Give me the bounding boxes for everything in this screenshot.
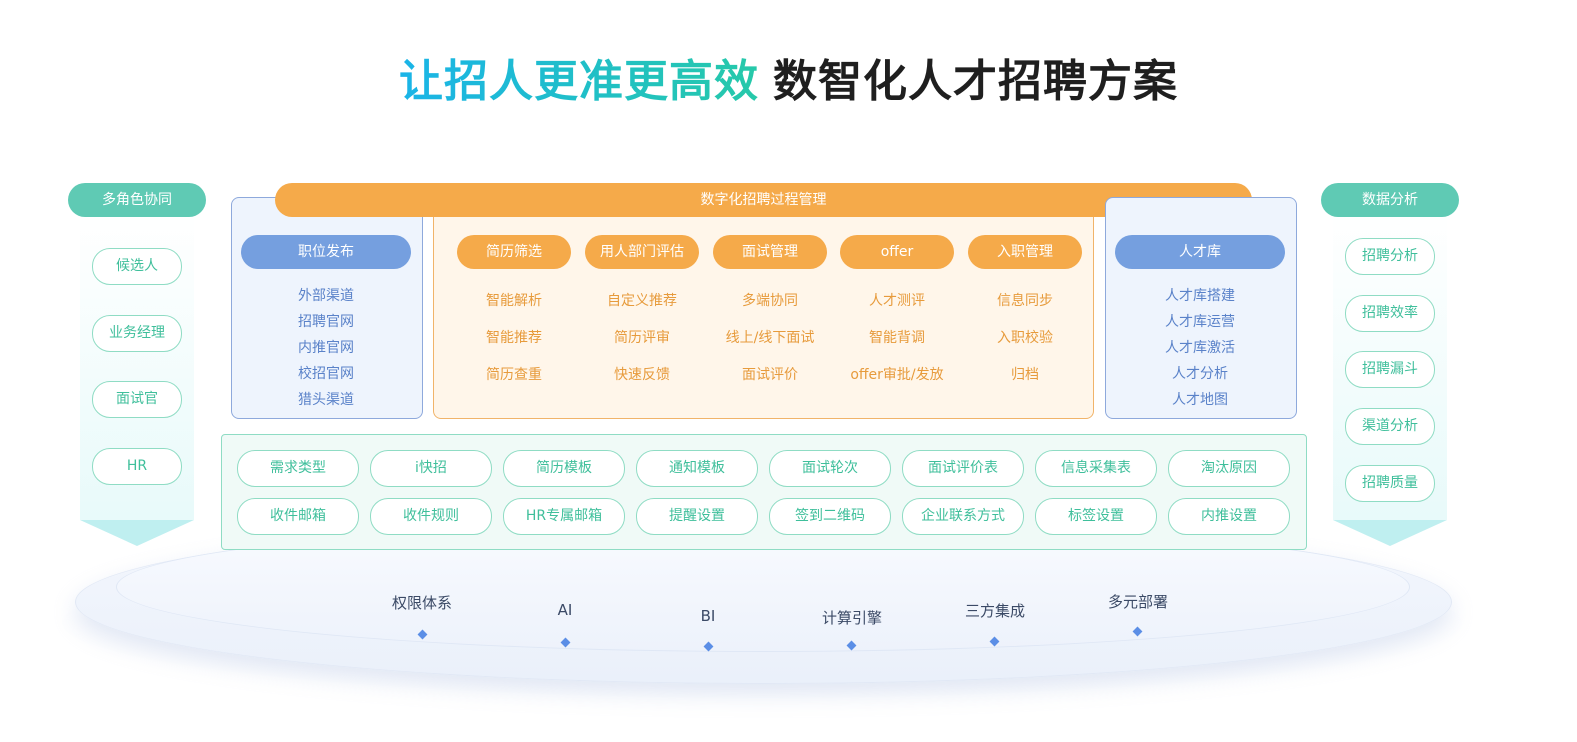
talent-pool-item: 人才库运营	[1165, 314, 1235, 330]
config-item: 淘汰原因	[1168, 450, 1290, 487]
process-item: 面试评价	[742, 367, 798, 383]
talent-pool-item: 人才分析	[1172, 366, 1228, 382]
talent-pool-header: 人才库	[1115, 235, 1285, 269]
job-posting-panel	[231, 197, 423, 419]
process-item: offer审批/发放	[850, 367, 944, 383]
job-posting-item: 猎头渠道	[298, 392, 354, 408]
job-posting-item: 外部渠道	[298, 288, 354, 304]
config-item: 面试轮次	[769, 450, 891, 487]
job-posting-item: 内推官网	[298, 340, 354, 356]
config-item: i快招	[370, 450, 492, 487]
process-panel	[433, 197, 1094, 419]
platform-label-deployment: 多元部署	[1107, 593, 1168, 611]
process-item: 人才测评	[869, 293, 925, 309]
talent-pool-panel	[1105, 197, 1297, 419]
job-posting-header: 职位发布	[241, 235, 411, 269]
process-item: 信息同步	[997, 293, 1053, 309]
talent-pool-item: 人才库激活	[1165, 340, 1235, 356]
platform-label-bi: BI	[700, 607, 716, 625]
process-header-offer: offer	[840, 235, 954, 269]
title-highlight: 让招人更准更高效	[399, 56, 759, 107]
config-item: 通知模板	[636, 450, 758, 487]
process-header-dept-review: 用人部门评估	[585, 235, 699, 269]
analysis-item: 招聘分析	[1345, 238, 1435, 275]
config-item: 简历模板	[503, 450, 625, 487]
job-posting-item: 招聘官网	[298, 314, 354, 330]
config-item: 标签设置	[1035, 498, 1157, 535]
analysis-item: 招聘效率	[1345, 295, 1435, 332]
job-posting-item: 校招官网	[298, 366, 354, 382]
platform-label-permissions: 权限体系	[391, 594, 452, 612]
config-item: 签到二维码	[769, 498, 891, 535]
right-column-arrow	[1333, 520, 1447, 546]
config-item: 内推设置	[1168, 498, 1290, 535]
page-title: 让招人更准更高效数智化人才招聘方案	[0, 52, 1577, 112]
process-header-interview: 面试管理	[713, 235, 827, 269]
process-item: 智能推荐	[486, 330, 542, 346]
process-item: 智能解析	[486, 293, 542, 309]
config-item: 提醒设置	[636, 498, 758, 535]
right-column-header: 数据分析	[1321, 183, 1459, 217]
process-item: 多端协同	[742, 293, 798, 309]
config-item: 面试评价表	[902, 450, 1024, 487]
talent-pool-item: 人才库搭建	[1165, 288, 1235, 304]
role-item: 面试官	[92, 381, 182, 418]
process-item: 智能背调	[869, 330, 925, 346]
analysis-item: 招聘漏斗	[1345, 351, 1435, 388]
analysis-item: 渠道分析	[1345, 408, 1435, 445]
process-item: 归档	[1011, 367, 1039, 383]
process-management-bar: 数字化招聘过程管理	[275, 183, 1252, 217]
platform-label-third-party: 三方集成	[964, 602, 1025, 620]
role-item: 业务经理	[92, 315, 182, 352]
talent-pool-item: 人才地图	[1172, 392, 1228, 408]
process-item: 快速反馈	[614, 367, 670, 383]
config-item: 收件邮箱	[237, 498, 359, 535]
config-item: 企业联系方式	[902, 498, 1024, 535]
analysis-item: 招聘质量	[1345, 465, 1435, 502]
process-item: 自定义推荐	[607, 293, 677, 309]
process-item: 简历评审	[614, 330, 670, 346]
title-main: 数智化人才招聘方案	[773, 56, 1178, 107]
process-header-resume-screening: 简历筛选	[457, 235, 571, 269]
left-column-header: 多角色协同	[68, 183, 206, 217]
process-item: 简历查重	[486, 367, 542, 383]
config-item: 信息采集表	[1035, 450, 1157, 487]
platform-label-compute-engine: 计算引擎	[821, 609, 882, 627]
config-item: 收件规则	[370, 498, 492, 535]
config-item: 需求类型	[237, 450, 359, 487]
platform-label-ai: AI	[557, 601, 573, 619]
left-column-arrow	[80, 520, 194, 546]
process-item: 线上/线下面试	[725, 330, 815, 346]
process-item: 入职校验	[997, 330, 1053, 346]
process-header-onboarding: 入职管理	[968, 235, 1082, 269]
config-item: HR专属邮箱	[503, 498, 625, 535]
role-item: 候选人	[92, 248, 182, 285]
role-item: HR	[92, 448, 182, 485]
